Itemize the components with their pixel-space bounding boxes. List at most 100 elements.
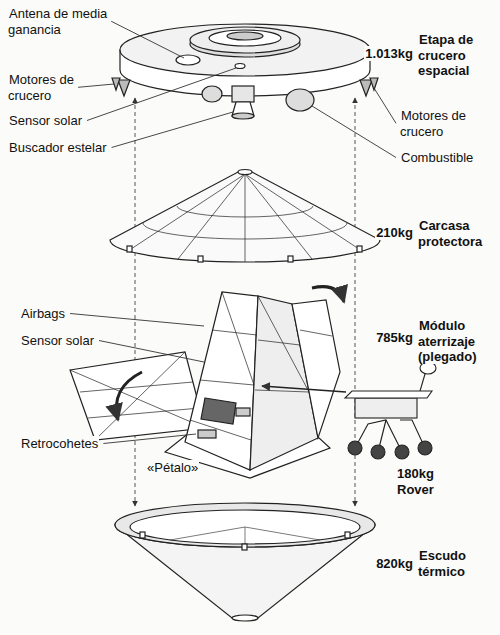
backshell-ribs <box>128 174 362 262</box>
backshell-cone <box>110 172 380 262</box>
antenna <box>176 55 200 65</box>
leader-line <box>112 112 233 148</box>
leader-line <box>70 314 204 327</box>
label-text: Motores de crucero <box>400 108 466 139</box>
backshell <box>110 170 380 263</box>
lattice <box>95 352 185 440</box>
leader-line <box>87 68 236 121</box>
cruise-thruster <box>360 80 372 96</box>
cruise-stage-top <box>120 24 370 76</box>
rover-wheel <box>418 441 432 455</box>
part-label: Sensor solar <box>8 113 98 129</box>
side-petal <box>292 300 340 438</box>
assembly-lines <box>135 98 355 506</box>
backshell-cap <box>238 170 252 175</box>
part-label: Retrocohetes <box>20 436 120 452</box>
star-tracker <box>232 113 254 119</box>
label-text: 1.013kg <box>364 46 414 61</box>
leader-line <box>312 106 396 158</box>
lander-truss <box>190 292 332 440</box>
rover-wheel <box>348 441 362 455</box>
star-tracker <box>232 86 254 102</box>
rib <box>178 174 245 259</box>
cruise-stage-ring <box>190 27 300 53</box>
part-label: Buscador estelar <box>8 140 120 156</box>
open-petal <box>70 352 205 440</box>
fuel-tank <box>286 89 314 111</box>
lattice <box>80 382 193 392</box>
label-text: «Pétalo» <box>146 460 199 475</box>
label-text: Etapa de crucero espacial <box>418 32 473 78</box>
cruise-stage <box>112 24 378 119</box>
insert-arrow <box>262 386 346 392</box>
lander <box>70 287 346 478</box>
mass-value: 785kg <box>354 330 414 346</box>
truss <box>258 296 309 392</box>
truss <box>190 420 251 440</box>
lattice <box>88 408 200 418</box>
label-text: 210kg <box>375 225 414 240</box>
label-text: Airbags <box>20 306 66 321</box>
leader-lines <box>70 21 396 443</box>
rib <box>245 527 246 544</box>
truss <box>200 380 254 385</box>
rib <box>128 174 245 251</box>
label-text: Buscador estelar <box>8 140 108 155</box>
truss <box>222 292 254 385</box>
tab <box>127 246 132 252</box>
leader-line <box>103 434 196 444</box>
module-name: Etapa de crucero espacial <box>418 32 494 79</box>
rib <box>245 527 320 540</box>
label-text: Retrocohetes <box>20 436 99 451</box>
mass-value: 1.013kg <box>354 46 414 62</box>
part-label: Airbags <box>20 306 100 322</box>
rib <box>245 174 246 262</box>
cruise-thruster <box>118 80 130 96</box>
label-text: Motores de crucero <box>8 72 74 103</box>
rover-wheel <box>395 445 409 459</box>
tab <box>345 532 350 538</box>
dashed-guide <box>135 98 136 506</box>
heat-shield-inner <box>130 510 360 544</box>
tab <box>242 544 247 550</box>
heat-shield-rim <box>115 503 375 547</box>
mass-value: 820kg <box>354 556 414 572</box>
mass-value: 210kg <box>354 225 414 241</box>
part-label: Sensor solar <box>20 333 110 349</box>
rover <box>345 362 436 459</box>
part-label: Combustible <box>400 150 490 166</box>
tab <box>140 532 145 538</box>
leader-line <box>111 21 184 58</box>
module-name: Escudo térmico <box>418 548 494 579</box>
label-text: 785kg <box>375 330 414 345</box>
rib <box>143 223 347 239</box>
leader-line <box>99 341 204 363</box>
label-text: 180kg <box>396 466 435 481</box>
petal-lattice <box>70 352 205 440</box>
rover-deck <box>345 391 432 398</box>
module-name: Carcasa protectora <box>418 218 494 249</box>
label-text: Carcasa protectora <box>418 218 483 249</box>
rover-wheel <box>371 445 385 459</box>
tab <box>288 256 293 262</box>
rover-body <box>355 398 417 418</box>
heat-shield-apex <box>232 615 258 621</box>
label-text: Antena de media ganancia <box>8 6 107 37</box>
rib <box>170 527 245 540</box>
truss <box>300 330 332 336</box>
rib <box>245 174 362 251</box>
sun-sensor <box>235 64 245 69</box>
fuel-tank <box>202 86 222 102</box>
fold-arrow <box>116 372 142 420</box>
label-text: Combustible <box>400 150 474 165</box>
retro-rocket <box>198 430 216 438</box>
part-label: Motores de crucero <box>400 108 476 139</box>
truss <box>255 390 309 392</box>
truss <box>212 330 257 335</box>
rib <box>177 206 313 217</box>
module-name: Rover <box>396 482 456 498</box>
cruise-stage-ring <box>209 30 281 46</box>
mass-value: 180kg <box>396 466 456 482</box>
tab <box>198 256 203 262</box>
